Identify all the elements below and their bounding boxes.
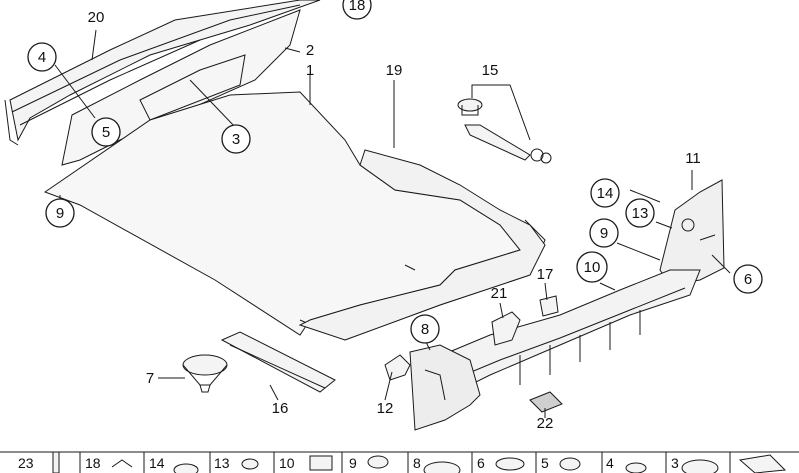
label-13: 13 <box>632 205 649 222</box>
label-7: 7 <box>146 370 154 387</box>
strip-label-13: 13 <box>214 455 230 471</box>
label-5: 5 <box>102 124 110 141</box>
label-17: 17 <box>537 266 554 283</box>
label-10: 10 <box>584 259 601 276</box>
label-12: 12 <box>377 400 394 417</box>
strip-label-6: 6 <box>477 455 485 471</box>
label-15: 15 <box>482 62 499 79</box>
callout-circle-13 <box>625 198 655 228</box>
label-20: 20 <box>88 9 105 26</box>
part-19-trunk-mat <box>298 149 546 341</box>
callout-circle-18 <box>342 0 372 20</box>
strip-label-4: 4 <box>606 455 614 471</box>
callout-circle-14 <box>590 178 620 208</box>
part-15-strap <box>457 98 552 164</box>
part-12-clip <box>384 354 411 381</box>
part-7-cone <box>182 354 228 393</box>
label-9b: 9 <box>600 225 608 242</box>
label-22: 22 <box>537 415 554 432</box>
part-10-sill-trim <box>429 269 701 401</box>
label-16: 16 <box>272 400 289 417</box>
label-21: 21 <box>491 285 508 302</box>
callout-circle-9b <box>589 218 619 248</box>
callout-circle-6 <box>733 264 763 294</box>
part-8-loading-trim <box>409 344 481 431</box>
parts-strip <box>0 451 799 473</box>
label-18: 18 <box>349 0 366 14</box>
strip-label-3: 3 <box>671 455 679 471</box>
strip-label-10: 10 <box>279 455 295 471</box>
label-19: 19 <box>386 62 403 79</box>
strip-label-14: 14 <box>149 455 165 471</box>
leader-lines <box>54 29 731 418</box>
label-2: 2 <box>306 42 314 59</box>
label-1: 1 <box>306 62 314 79</box>
part-17-holder <box>539 295 559 317</box>
strip-label-23: 23 <box>18 455 34 471</box>
callout-circle-9a <box>45 198 75 228</box>
label-6: 6 <box>744 271 752 288</box>
strip-label-8: 8 <box>413 455 421 471</box>
callout-circle-4 <box>27 42 57 72</box>
strip-label-18: 18 <box>85 455 101 471</box>
part-21-bracket <box>491 311 521 346</box>
part-11-side-trim <box>659 179 725 286</box>
label-11: 11 <box>685 150 701 167</box>
part-22-pad <box>529 391 563 413</box>
label-14: 14 <box>597 185 614 202</box>
callout-circle-3 <box>221 124 251 154</box>
label-8: 8 <box>421 321 429 338</box>
callout-circle-10 <box>576 251 608 283</box>
part-20-side-rail <box>4 0 321 146</box>
label-3: 3 <box>232 131 240 148</box>
label-4: 4 <box>38 49 46 66</box>
part-2-side-panel <box>61 9 301 166</box>
strip-label-5: 5 <box>541 455 549 471</box>
label-9a: 9 <box>56 205 64 222</box>
part-16-bar <box>220 331 336 393</box>
callout-circle-5 <box>91 117 121 147</box>
strip-label-9: 9 <box>349 455 357 471</box>
callout-circle-8 <box>410 314 440 344</box>
